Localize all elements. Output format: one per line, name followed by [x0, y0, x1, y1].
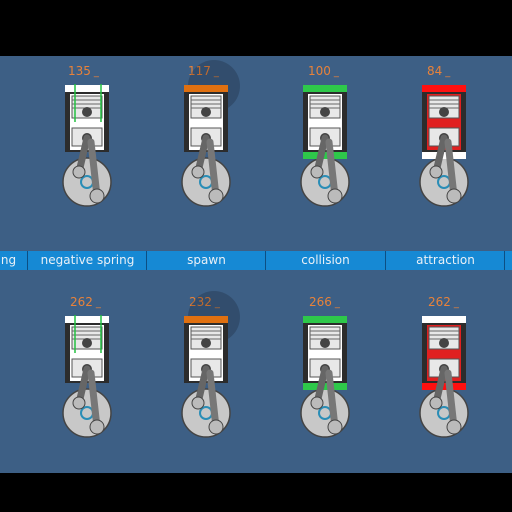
label-next-partial[interactable] [504, 251, 512, 270]
engine-spawn-1: 117_ [159, 56, 259, 207]
engine-count: 262_ [428, 295, 459, 309]
connecting-rod [87, 369, 101, 431]
connecting-rod [206, 138, 220, 200]
piston-pin [201, 338, 211, 348]
engine-negative-spring-1: 135_ [40, 56, 140, 207]
rod-joint [208, 419, 224, 435]
behavior-label-bar: ng negative spring spawn collision attra… [0, 251, 512, 270]
rod-joint [429, 165, 443, 179]
rod-joint [327, 188, 343, 204]
top-strip [303, 316, 347, 323]
label-attraction[interactable]: attraction [385, 251, 505, 270]
label-spring-partial[interactable]: ng [0, 253, 17, 267]
engine-count: 135_ [68, 64, 99, 78]
piston-pin [439, 107, 449, 117]
bottom-strip [422, 383, 466, 390]
rod-joint [446, 188, 462, 204]
rod-joint [446, 419, 462, 435]
engine-attraction-1: 84_ [397, 56, 497, 207]
connecting-rod [444, 138, 458, 200]
engine-spawn-2: 232_ [159, 287, 259, 438]
top-strip [303, 85, 347, 92]
rod-joint [89, 419, 105, 435]
top-strip [65, 85, 109, 92]
piston-pin [439, 338, 449, 348]
simulation-stage: 135_ 117_ 100_ 84_ ng negative spring sp… [0, 56, 512, 473]
top-strip [422, 85, 466, 92]
bottom-strip [422, 152, 466, 159]
rod-joint [310, 165, 324, 179]
rod-joint [327, 419, 343, 435]
piston-pin [320, 107, 330, 117]
bottom-strip [303, 152, 347, 159]
engine-collision-2: 266_ [278, 287, 378, 438]
engine-negative-spring-2: 262_ [40, 287, 140, 438]
top-strip [184, 316, 228, 323]
connecting-rod [87, 138, 101, 200]
engine-count: 117_ [188, 64, 248, 78]
connecting-rod [325, 138, 339, 200]
piston-pin [82, 338, 92, 348]
label-spawn[interactable]: spawn [146, 251, 266, 270]
rod-joint [191, 396, 205, 410]
top-strip [184, 85, 228, 92]
rod-joint [89, 188, 105, 204]
rod-joint [191, 165, 205, 179]
connecting-rod [444, 369, 458, 431]
label-negative-spring[interactable]: negative spring [27, 251, 147, 270]
engine-count: 266_ [309, 295, 340, 309]
engine-count: 84_ [427, 64, 451, 78]
rod-joint [208, 188, 224, 204]
rod-joint [310, 396, 324, 410]
engine-count: 100_ [308, 64, 339, 78]
engine-collision-1: 100_ [278, 56, 378, 207]
connecting-rod [206, 369, 220, 431]
engine-count: 232_ [189, 295, 249, 309]
connecting-rod [325, 369, 339, 431]
piston-pin [82, 107, 92, 117]
engine-attraction-2: 262_ [397, 287, 497, 438]
label-collision[interactable]: collision [265, 251, 385, 270]
bottom-strip [303, 383, 347, 390]
top-strip [422, 316, 466, 323]
rod-joint [72, 396, 86, 410]
rod-joint [429, 396, 443, 410]
rod-joint [72, 165, 86, 179]
engine-count: 262_ [70, 295, 101, 309]
piston-pin [201, 107, 211, 117]
top-strip [65, 316, 109, 323]
piston-pin [320, 338, 330, 348]
